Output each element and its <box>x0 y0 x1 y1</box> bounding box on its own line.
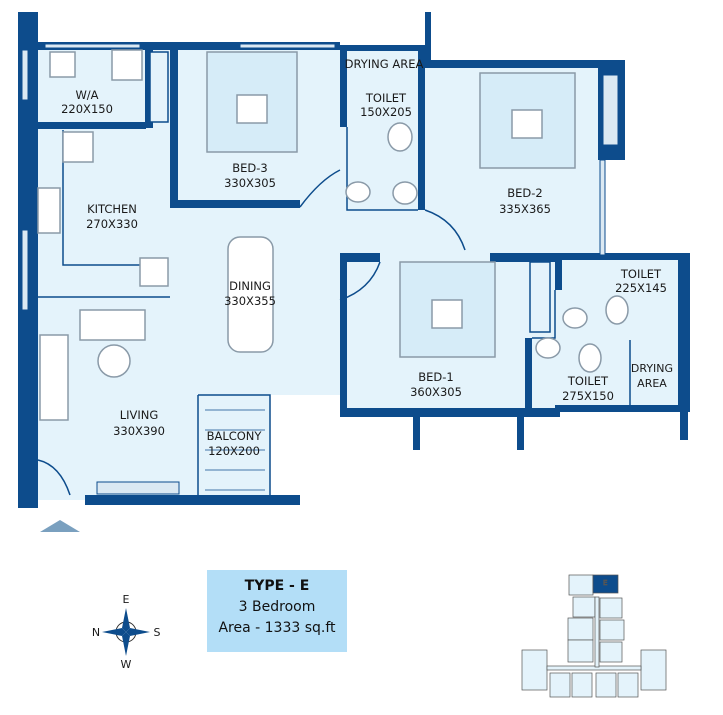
svg-text:KITCHEN: KITCHEN <box>87 202 137 216</box>
svg-text:BALCONY: BALCONY <box>207 429 263 443</box>
key-plan: E <box>521 574 667 698</box>
svg-text:TOILET: TOILET <box>620 267 662 281</box>
svg-text:330X355: 330X355 <box>224 294 276 308</box>
svg-text:BED-2: BED-2 <box>507 186 542 200</box>
svg-text:DRYING AREA: DRYING AREA <box>345 57 424 71</box>
svg-text:275X150: 275X150 <box>562 389 614 403</box>
windows <box>21 43 619 495</box>
room-labels: W/A 220X150 BED-3 330X305 DRYING AREA TO… <box>61 57 673 458</box>
svg-text:TOILET: TOILET <box>365 91 407 105</box>
svg-text:270X330: 270X330 <box>86 217 138 231</box>
svg-text:TOILET: TOILET <box>567 374 609 388</box>
unit-bedrooms: 3 Bedroom <box>238 599 316 615</box>
entry-arrow-icon <box>40 520 80 532</box>
svg-text:W/A: W/A <box>75 88 98 102</box>
furniture <box>37 49 629 421</box>
svg-text:DRYING: DRYING <box>631 362 673 375</box>
compass: E W N S <box>92 593 161 671</box>
svg-text:W: W <box>121 658 132 671</box>
svg-text:220X150: 220X150 <box>61 102 113 116</box>
sofa-2 <box>79 309 146 341</box>
svg-text:BED-3: BED-3 <box>232 161 267 175</box>
svg-text:S: S <box>154 626 161 639</box>
svg-text:LIVING: LIVING <box>120 408 159 422</box>
unit-area: Area - 1333 sq.ft <box>218 620 336 636</box>
svg-text:330X390: 330X390 <box>113 424 165 438</box>
partitions <box>37 127 631 500</box>
dining-table <box>227 236 274 353</box>
svg-text:N: N <box>92 626 100 639</box>
stove <box>62 131 94 163</box>
svg-text:150X205: 150X205 <box>360 105 412 119</box>
svg-text:DINING: DINING <box>229 279 271 293</box>
svg-text:360X305: 360X305 <box>410 385 462 399</box>
svg-text:120X200: 120X200 <box>208 444 260 458</box>
unit-type: TYPE - E <box>244 578 310 594</box>
svg-text:E: E <box>123 593 130 606</box>
svg-text:AREA: AREA <box>637 377 667 390</box>
sink <box>37 187 61 234</box>
svg-text:225X145: 225X145 <box>615 281 667 295</box>
balcony-stairs <box>205 409 265 491</box>
svg-text:330X305: 330X305 <box>224 176 276 190</box>
walls <box>18 12 690 508</box>
svg-text:E: E <box>603 579 607 587</box>
sofa <box>39 334 69 421</box>
coffee-table <box>97 344 131 378</box>
svg-text:BED-1: BED-1 <box>418 370 453 384</box>
unit-info-box: TYPE - E 3 Bedroom Area - 1333 sq.ft <box>207 570 347 652</box>
svg-text:335X365: 335X365 <box>499 202 551 216</box>
